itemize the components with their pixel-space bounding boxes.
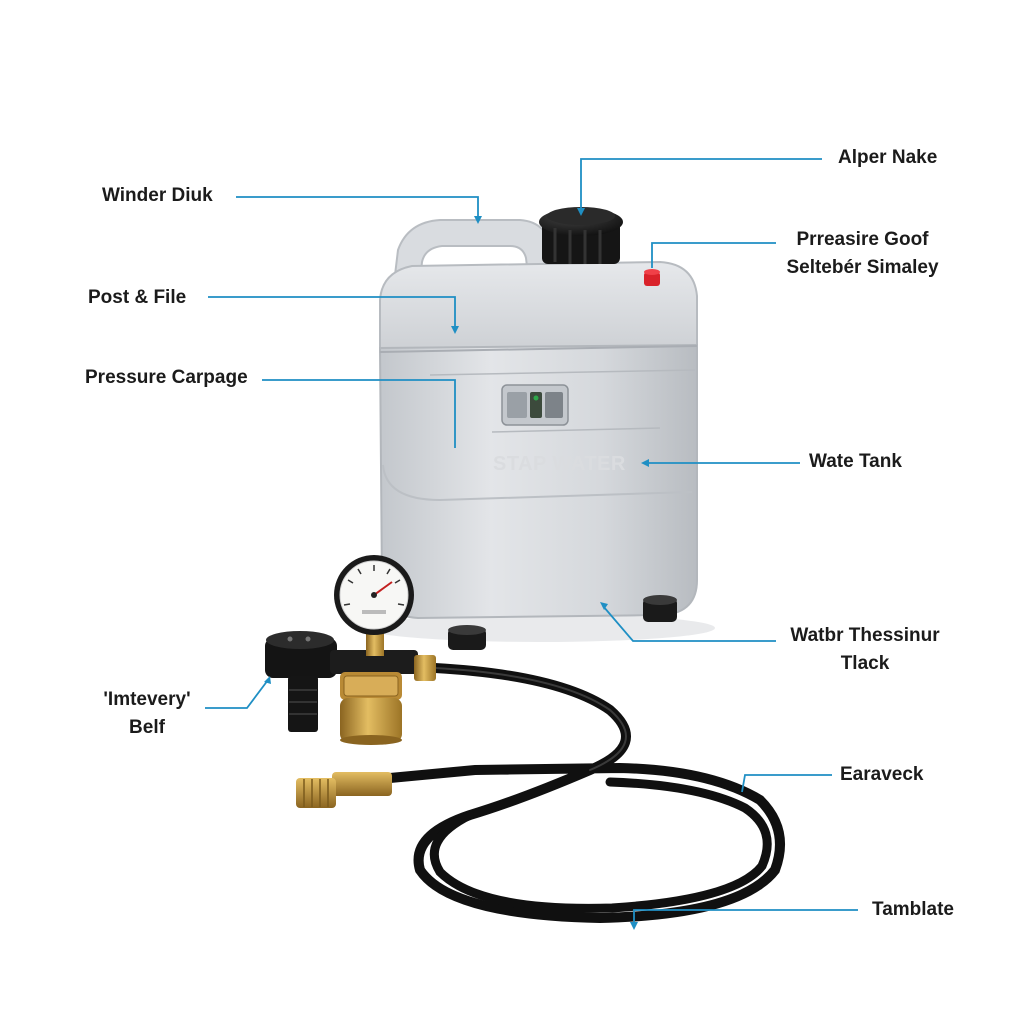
label-wate-tank: Wate Tank (809, 451, 902, 472)
label-water-thessinur-line1: Watbr Thessinur (790, 625, 940, 646)
leader-pressure-carpage (262, 379, 456, 448)
label-pressure-carpage: Pressure Carpage (85, 367, 248, 388)
label-pressure-goof-line2: Seltebér Simaley (786, 257, 939, 278)
leader-alper-nake (580, 158, 822, 212)
leader-lines (205, 158, 858, 926)
label-tamblate: Tamblate (872, 899, 955, 920)
leader-earaveck (741, 774, 832, 793)
label-pressure-goof-line1: Prreasire Goof (796, 229, 929, 250)
label-earaveck: Earaveck (840, 764, 924, 785)
leader-tamblate (633, 909, 858, 926)
hose (385, 663, 785, 924)
label-post-file: Post & File (88, 287, 187, 308)
brass-hose-fitting (296, 772, 392, 808)
fill-cap (539, 207, 623, 264)
label-pressure-goof: Prreasire Goof Seltebér Simaley (775, 226, 950, 282)
label-winder-diuk: Winder Diuk (102, 185, 213, 206)
leader-winder-diuk (236, 196, 479, 220)
tank-embossed-text: STAP WATER (493, 453, 626, 475)
leader-arrowheads (264, 208, 649, 930)
label-imtevery: 'Imtevery' Belf (88, 686, 206, 742)
leader-pressure-goof (651, 242, 776, 268)
tank-feet (448, 595, 677, 650)
pressure-gauge-assembly (265, 555, 436, 745)
label-water-thessinur-line2: Tlack (840, 653, 890, 674)
label-imtevery-line1: 'Imtevery' (103, 689, 191, 710)
red-relief-valve (644, 269, 660, 286)
label-water-thessinur: Watbr Thessinur Tlack (780, 622, 950, 678)
label-imtevery-line2: Belf (129, 717, 165, 738)
label-alper-nake: Alper Nake (838, 147, 938, 168)
leader-imtevery (205, 679, 269, 709)
leader-water-thessinur (602, 605, 776, 642)
leader-post-file (208, 296, 456, 330)
water-tank: STAP WATER (365, 207, 715, 650)
tank-top (379, 260, 698, 353)
